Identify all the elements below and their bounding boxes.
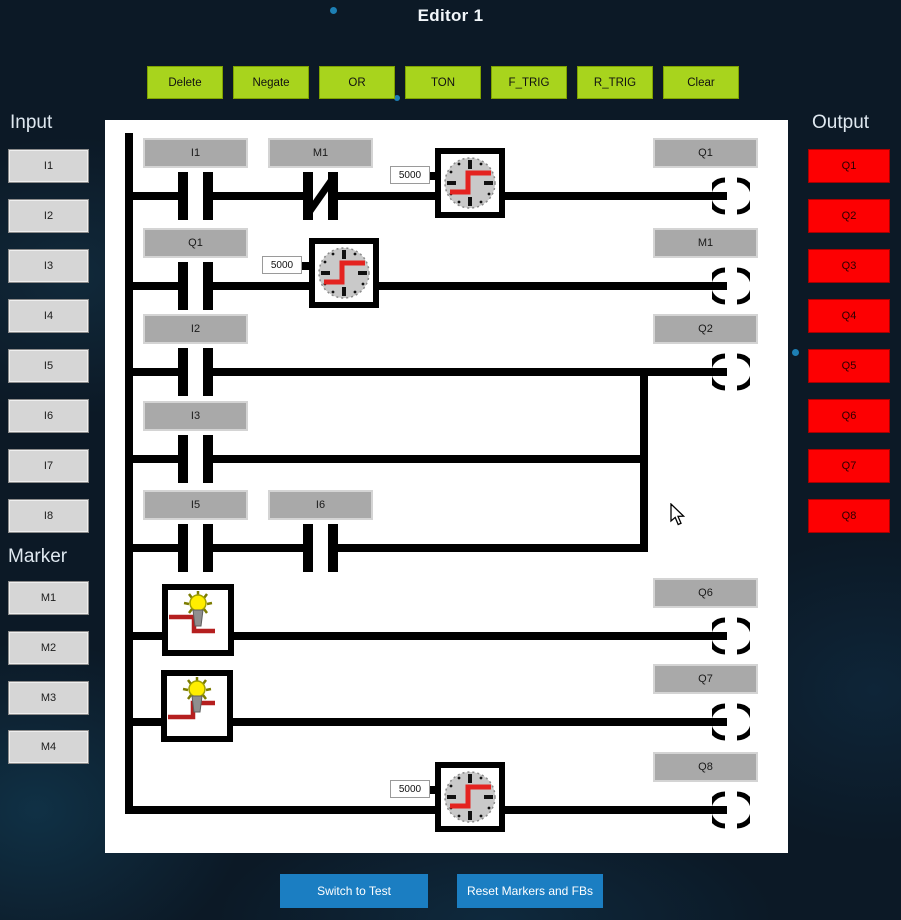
contact-i5[interactable] bbox=[173, 524, 218, 572]
contact-label-i1[interactable]: I1 bbox=[143, 138, 248, 168]
power-rail bbox=[125, 133, 133, 814]
coil-q7[interactable] bbox=[712, 703, 750, 741]
input-button-i2[interactable]: I2 bbox=[8, 199, 89, 233]
coil-q6[interactable] bbox=[712, 617, 750, 655]
decor-dot bbox=[394, 95, 400, 101]
lamp-falling-edge-icon bbox=[169, 591, 215, 634]
output-button-q1[interactable]: Q1 bbox=[808, 149, 890, 183]
rung3-wire bbox=[125, 368, 727, 376]
contact-q1[interactable] bbox=[173, 262, 218, 310]
output-button-q4[interactable]: Q4 bbox=[808, 299, 890, 333]
marker-button-m3[interactable]: M3 bbox=[8, 681, 89, 715]
ladder-canvas[interactable]: I1 M1 5000 Q1 Q1 5000 M1 I2 bbox=[105, 120, 788, 853]
r-trig-block[interactable] bbox=[161, 670, 233, 742]
coil-q2[interactable] bbox=[712, 353, 750, 391]
coil-label-q7[interactable]: Q7 bbox=[653, 664, 758, 694]
coil-label-m1[interactable]: M1 bbox=[653, 228, 758, 258]
marker-button-m4[interactable]: M4 bbox=[8, 730, 89, 764]
mouse-cursor bbox=[670, 503, 686, 527]
clear-button[interactable]: Clear bbox=[663, 66, 739, 99]
contact-label-i6[interactable]: I6 bbox=[268, 490, 373, 520]
timer2-connector bbox=[302, 262, 310, 270]
coil-label-q6[interactable]: Q6 bbox=[653, 578, 758, 608]
page-title: Editor 1 bbox=[417, 6, 484, 25]
outputs-heading: Output bbox=[812, 112, 870, 133]
coil-q1[interactable] bbox=[712, 177, 750, 215]
rung4-wire bbox=[125, 455, 648, 463]
clock-icon bbox=[444, 771, 496, 823]
input-button-i1[interactable]: I1 bbox=[8, 149, 89, 183]
contact-label-i5[interactable]: I5 bbox=[143, 490, 248, 520]
timer3-value[interactable]: 5000 bbox=[390, 780, 430, 798]
contact-i2[interactable] bbox=[173, 348, 218, 396]
output-button-q7[interactable]: Q7 bbox=[808, 449, 890, 483]
rung5-wire bbox=[125, 544, 648, 552]
clock-icon bbox=[444, 157, 496, 209]
reset-markers-button[interactable]: Reset Markers and FBs bbox=[457, 874, 603, 908]
contact-i3[interactable] bbox=[173, 435, 218, 483]
decor-dot bbox=[792, 349, 799, 356]
timer2-block[interactable] bbox=[309, 238, 379, 308]
contact-label-i2[interactable]: I2 bbox=[143, 314, 248, 344]
output-button-q5[interactable]: Q5 bbox=[808, 349, 890, 383]
f-trig-block[interactable] bbox=[162, 584, 234, 656]
input-button-i6[interactable]: I6 bbox=[8, 399, 89, 433]
contact-i6[interactable] bbox=[298, 524, 343, 572]
delete-button[interactable]: Delete bbox=[147, 66, 223, 99]
rung7-wire bbox=[125, 718, 727, 726]
ton-button[interactable]: TON bbox=[405, 66, 481, 99]
output-button-q2[interactable]: Q2 bbox=[808, 199, 890, 233]
timer1-value[interactable]: 5000 bbox=[390, 166, 430, 184]
timer3-block[interactable] bbox=[435, 762, 505, 832]
markers-heading: Marker bbox=[8, 546, 68, 567]
input-button-i8[interactable]: I8 bbox=[8, 499, 89, 533]
rung2-wire bbox=[125, 282, 727, 290]
timer3-connector bbox=[430, 786, 438, 794]
timer1-block[interactable] bbox=[435, 148, 505, 218]
or-branch-wire bbox=[640, 368, 648, 552]
f-trig-button[interactable]: F_TRIG bbox=[491, 66, 567, 99]
input-button-i3[interactable]: I3 bbox=[8, 249, 89, 283]
coil-q8[interactable] bbox=[712, 791, 750, 829]
clock-icon bbox=[318, 247, 370, 299]
output-button-q3[interactable]: Q3 bbox=[808, 249, 890, 283]
input-button-i7[interactable]: I7 bbox=[8, 449, 89, 483]
contact-label-m1[interactable]: M1 bbox=[268, 138, 373, 168]
marker-button-m1[interactable]: M1 bbox=[8, 581, 89, 615]
output-button-q8[interactable]: Q8 bbox=[808, 499, 890, 533]
input-button-i4[interactable]: I4 bbox=[8, 299, 89, 333]
coil-label-q1[interactable]: Q1 bbox=[653, 138, 758, 168]
timer2-value[interactable]: 5000 bbox=[262, 256, 302, 274]
contact-i1[interactable] bbox=[173, 172, 218, 220]
inputs-heading: Input bbox=[10, 112, 53, 133]
input-button-i5[interactable]: I5 bbox=[8, 349, 89, 383]
contact-label-i3[interactable]: I3 bbox=[143, 401, 248, 431]
coil-label-q8[interactable]: Q8 bbox=[653, 752, 758, 782]
switch-to-test-button[interactable]: Switch to Test bbox=[280, 874, 428, 908]
coil-label-q2[interactable]: Q2 bbox=[653, 314, 758, 344]
r-trig-button[interactable]: R_TRIG bbox=[577, 66, 653, 99]
rung6-wire bbox=[125, 632, 727, 640]
contact-label-q1[interactable]: Q1 bbox=[143, 228, 248, 258]
output-button-q6[interactable]: Q6 bbox=[808, 399, 890, 433]
marker-button-m2[interactable]: M2 bbox=[8, 631, 89, 665]
lamp-rising-edge-icon bbox=[168, 677, 215, 720]
or-button[interactable]: OR bbox=[319, 66, 395, 99]
rung1-wire bbox=[125, 192, 727, 200]
negate-button[interactable]: Negate bbox=[233, 66, 309, 99]
rung8-wire bbox=[125, 806, 727, 814]
decor-dot bbox=[330, 7, 337, 14]
timer1-connector bbox=[430, 172, 438, 180]
coil-m1[interactable] bbox=[712, 267, 750, 305]
contact-m1-negated[interactable] bbox=[298, 172, 343, 220]
